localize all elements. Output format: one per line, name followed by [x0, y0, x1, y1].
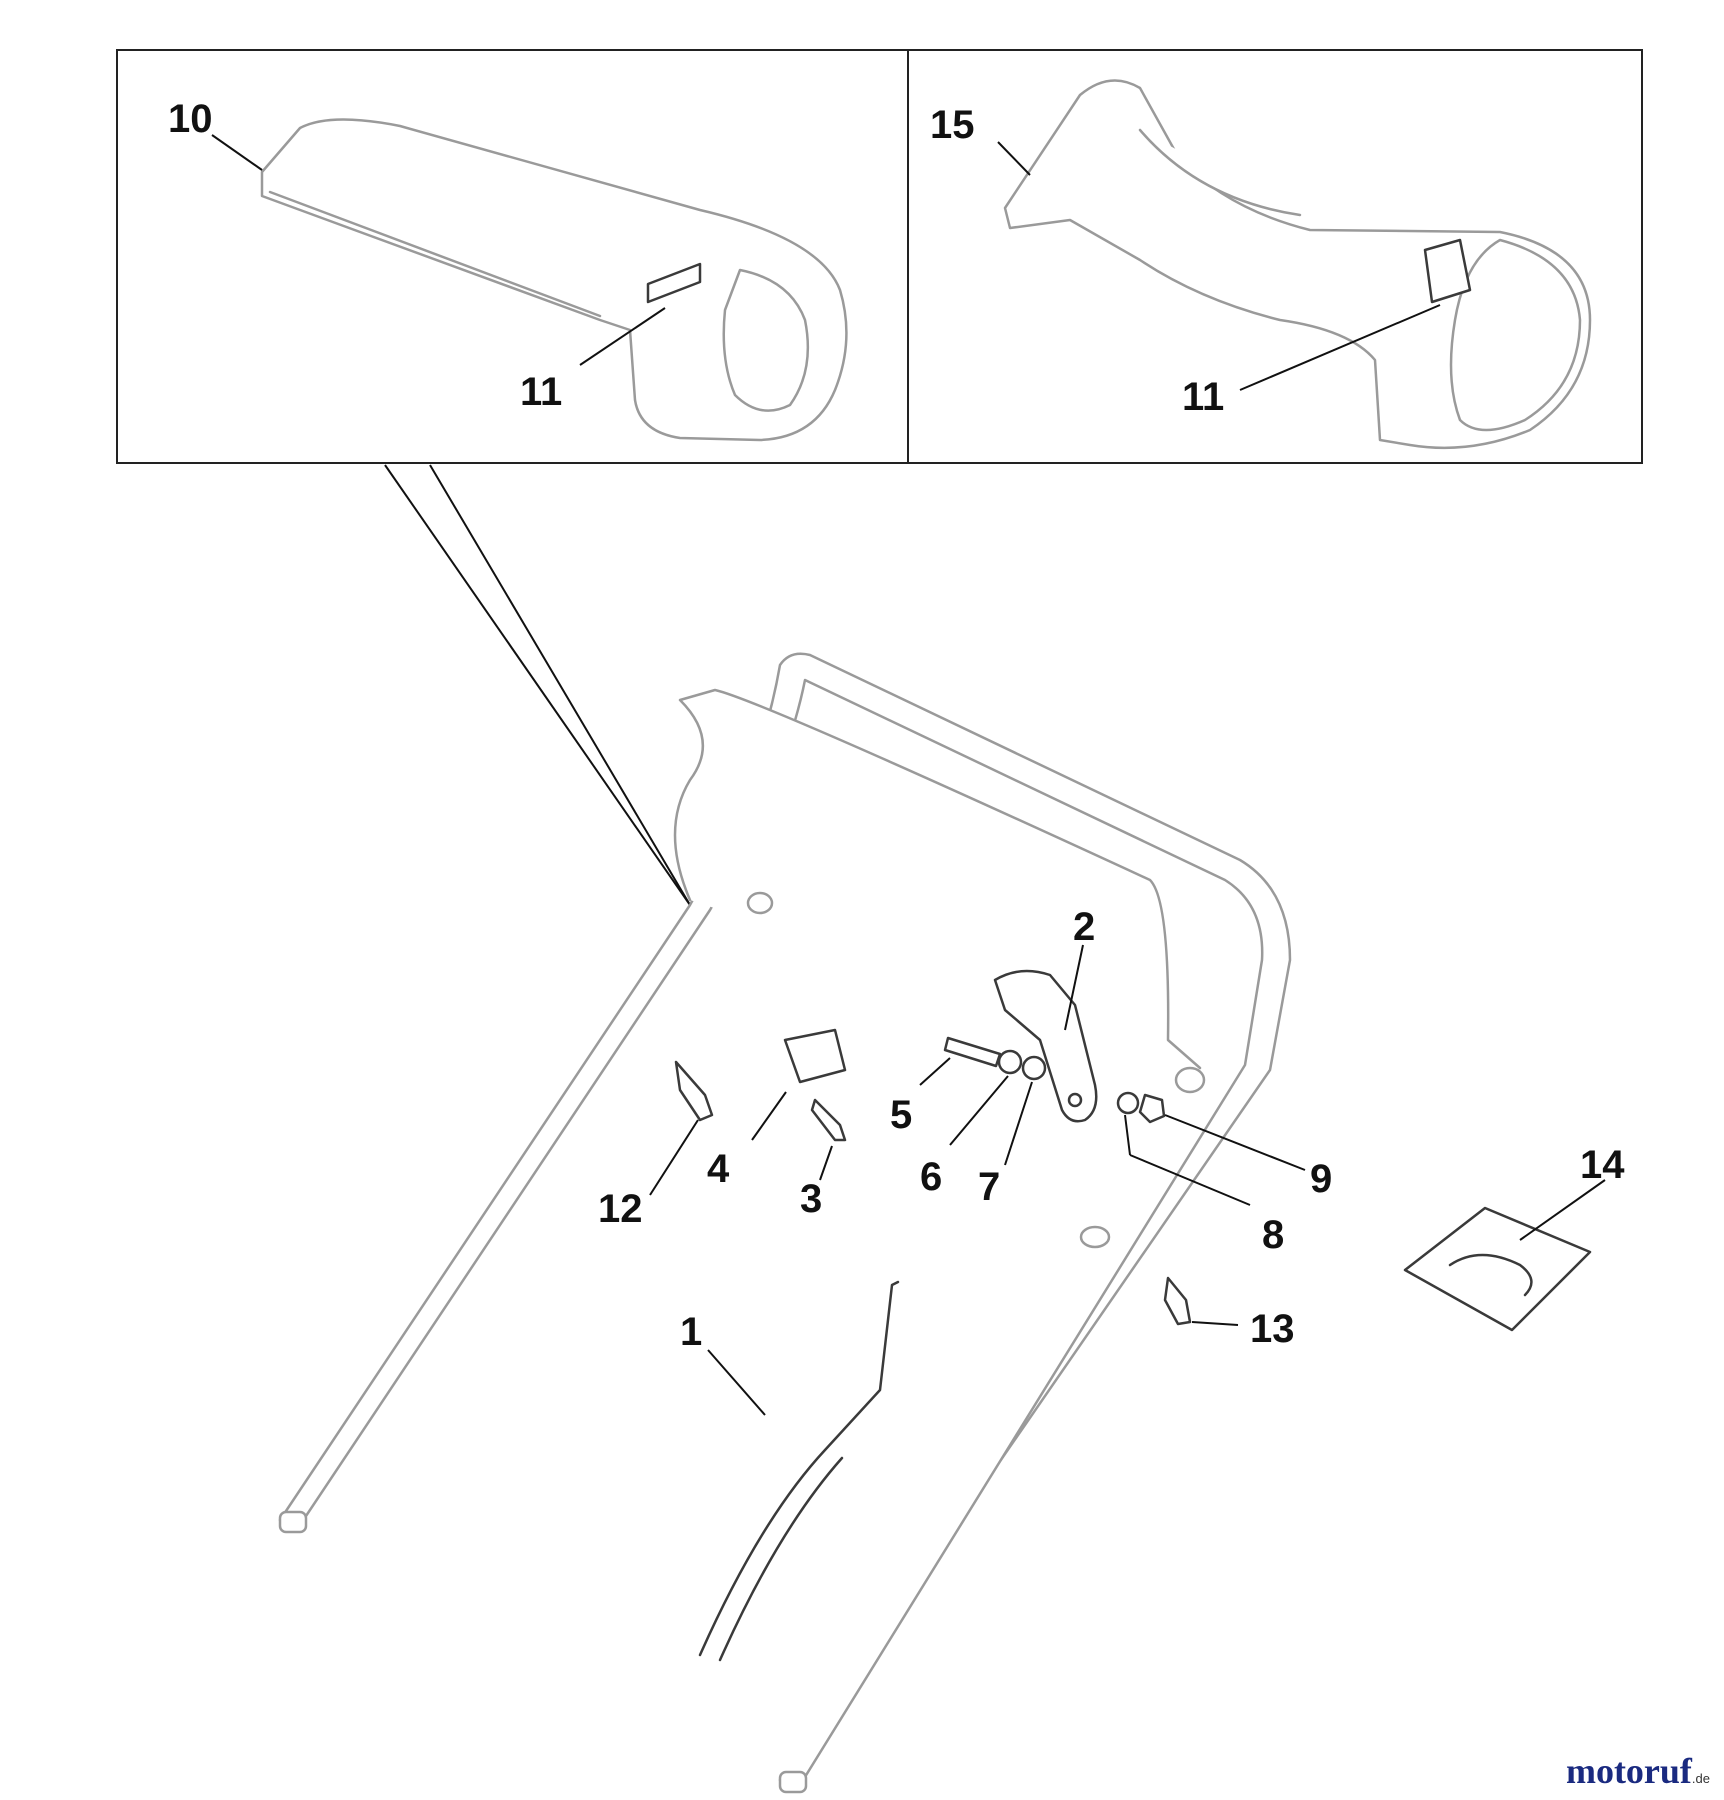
cable-sheath: [718, 1456, 844, 1662]
hardware-bag-part-14: [1403, 1206, 1592, 1332]
screw-part-13: [1163, 1276, 1192, 1326]
callout-5: 5: [890, 1093, 912, 1137]
bolt-part-5: [943, 1036, 1002, 1068]
callout-7: 7: [978, 1165, 1000, 1209]
handle-cover-edge: [268, 190, 602, 318]
callout-15: 15: [930, 103, 975, 147]
washer-part-8: [1116, 1091, 1140, 1115]
handle-cover-ridge-alt: [1138, 128, 1302, 217]
leader-3: [819, 1145, 833, 1181]
leader-11-right: [1239, 304, 1441, 391]
leader-4: [751, 1091, 787, 1141]
leader-1: [707, 1349, 766, 1416]
detail-box-outline: [116, 49, 1643, 464]
bail-bushing: [1174, 1066, 1206, 1094]
handle-cover-part-15: [1003, 79, 1592, 450]
washer-part-7: [1021, 1055, 1047, 1081]
callout-10: 10: [168, 97, 213, 141]
leader-15: [997, 141, 1031, 176]
nut-part-9: [1138, 1093, 1166, 1124]
leader-10: [211, 134, 263, 171]
bracket-part-4: [783, 1028, 847, 1084]
handle-tube-end-left: [278, 1510, 308, 1534]
watermark-brand: motoruf: [1565, 1751, 1692, 1791]
lever-pivot-hole: [1067, 1092, 1083, 1108]
lever-arm: [993, 969, 1098, 1123]
callout-9: 9: [1310, 1157, 1332, 1201]
callout-8: 8: [1262, 1213, 1284, 1257]
handle-bracket-lower: [1079, 1225, 1111, 1249]
callout-2: 2: [1073, 905, 1095, 949]
screw-part-3: [810, 1098, 847, 1142]
handle-cover-end-cap: [722, 268, 810, 412]
handle-bolt-hole: [746, 891, 774, 915]
leader-12: [649, 1119, 699, 1196]
leader-9: [1164, 1114, 1306, 1171]
detail-pointer-lines: [384, 464, 691, 906]
callout-4: 4: [707, 1147, 730, 1191]
leader-2: [1064, 944, 1084, 1031]
hardware-bag-content: [1448, 1253, 1533, 1297]
detail-pointer-line-right: [429, 464, 691, 906]
leader-11-left: [579, 307, 666, 366]
callout-1: 1: [680, 1310, 702, 1354]
leader-6: [949, 1075, 1009, 1146]
watermark-suffix: .de: [1691, 1771, 1710, 1786]
label-sticker-11-left: [646, 262, 702, 304]
callout-3: 3: [800, 1177, 822, 1221]
leader-5: [919, 1057, 951, 1086]
drive-bail-bar: [673, 688, 1202, 1070]
leader-8b: [1129, 1154, 1251, 1206]
handle-cover-end-cap-alt: [1449, 238, 1582, 432]
cable-wire: [698, 1280, 900, 1657]
handle-frame: [278, 652, 1292, 1794]
cable-part-1: [698, 1280, 900, 1662]
detail-pointer-line-left: [384, 464, 691, 906]
leader-7: [1004, 1081, 1033, 1166]
control-lever-part-2: [993, 969, 1098, 1123]
callout-11-right: 11: [1182, 375, 1224, 419]
handle-tube-end-right: [778, 1770, 808, 1794]
detail-box-frame: [116, 49, 1643, 464]
callout-labels: 10 11 15 11 2 5 6 7 8 9 4 3 12 13 14 1: [168, 97, 1625, 1354]
handle-cover-part-10: [260, 118, 848, 442]
watermark-logo: motoruf.de: [1566, 1750, 1710, 1792]
screw-part-12: [674, 1060, 714, 1122]
callout-leaders: [211, 134, 1606, 1416]
callout-13: 13: [1250, 1307, 1295, 1351]
leader-8a: [1124, 1114, 1131, 1156]
fasteners: [674, 1028, 1192, 1326]
callout-12: 12: [598, 1187, 643, 1231]
handle-cover-body: [260, 118, 848, 442]
callout-11-left: 11: [520, 370, 562, 414]
leader-14: [1519, 1179, 1606, 1241]
callout-6: 6: [920, 1155, 942, 1199]
label-sticker-11-right: [1423, 238, 1472, 304]
leader-13: [1191, 1321, 1239, 1326]
washer-part-6: [997, 1049, 1023, 1075]
callout-14: 14: [1580, 1143, 1625, 1187]
